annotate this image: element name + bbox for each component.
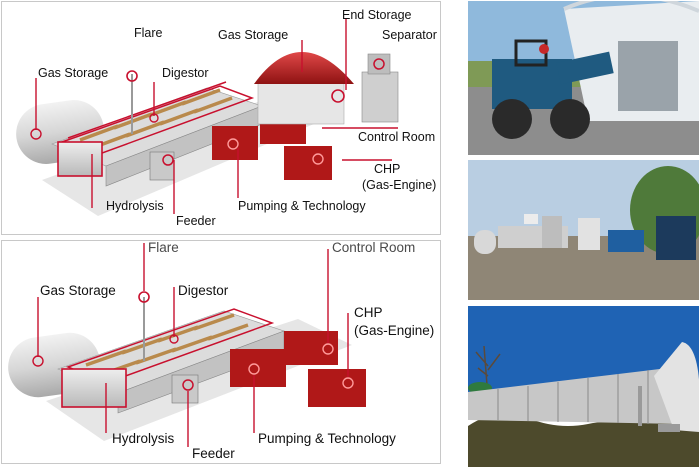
chp-container bbox=[308, 369, 366, 407]
feeder-unit bbox=[171, 374, 199, 404]
label-chp-gas-engine: (Gas-Engine) bbox=[354, 323, 435, 338]
photo-plant-site bbox=[468, 160, 699, 300]
flare-stack bbox=[126, 70, 138, 134]
top-plant-diagram: Gas Storage Flare Digestor Gas Storage E… bbox=[1, 1, 441, 235]
label-chp: CHP bbox=[374, 162, 401, 176]
bottom-plant-diagram: Flare Control Room Gas Storage Digestor … bbox=[1, 240, 441, 464]
label-gas-storage: Gas Storage bbox=[38, 66, 109, 80]
feeder-unit bbox=[149, 151, 175, 181]
label-gas-storage-dome: Gas Storage bbox=[218, 28, 289, 42]
flare-stack bbox=[138, 291, 150, 361]
label-separator: Separator bbox=[382, 28, 437, 42]
label-gas-storage: Gas Storage bbox=[40, 283, 116, 298]
label-feeder: Feeder bbox=[176, 214, 216, 228]
callout-lines bbox=[32, 243, 349, 447]
photo-digestor-row bbox=[468, 306, 699, 467]
label-flare: Flare bbox=[134, 26, 163, 40]
separator-tower bbox=[361, 53, 399, 123]
label-hydrolysis: Hydrolysis bbox=[106, 199, 164, 213]
photo-site-illustration bbox=[468, 160, 699, 300]
hydrolysis-unit bbox=[57, 141, 103, 177]
photo-loader-feeding bbox=[468, 1, 699, 155]
hydrolysis-unit bbox=[61, 368, 127, 408]
photo-digestors-illustration bbox=[468, 306, 699, 467]
label-pumping-technology: Pumping & Technology bbox=[258, 431, 396, 446]
pumping-containers bbox=[230, 331, 338, 387]
callout-lines bbox=[30, 18, 398, 214]
label-flare: Flare bbox=[148, 240, 179, 255]
chp-container bbox=[284, 146, 332, 180]
label-chp-gas-engine: (Gas-Engine) bbox=[362, 178, 437, 192]
gas-storage-dome bbox=[254, 52, 354, 125]
label-digestor: Digestor bbox=[178, 283, 229, 298]
digestor-row bbox=[51, 81, 263, 187]
label-feeder: Feeder bbox=[192, 446, 235, 461]
label-pumping-technology: Pumping & Technology bbox=[238, 199, 366, 213]
bottom-plant-illustration bbox=[8, 243, 366, 447]
label-end-storage: End Storage bbox=[342, 8, 412, 22]
label-digestor: Digestor bbox=[162, 66, 209, 80]
label-hydrolysis: Hydrolysis bbox=[112, 431, 175, 446]
photo-loader-illustration bbox=[468, 1, 699, 155]
label-control-room: Control Room bbox=[358, 130, 436, 144]
pumping-containers bbox=[212, 112, 306, 160]
top-plant-illustration bbox=[16, 18, 399, 216]
label-chp: CHP bbox=[354, 305, 383, 320]
label-control-room: Control Room bbox=[332, 240, 416, 255]
